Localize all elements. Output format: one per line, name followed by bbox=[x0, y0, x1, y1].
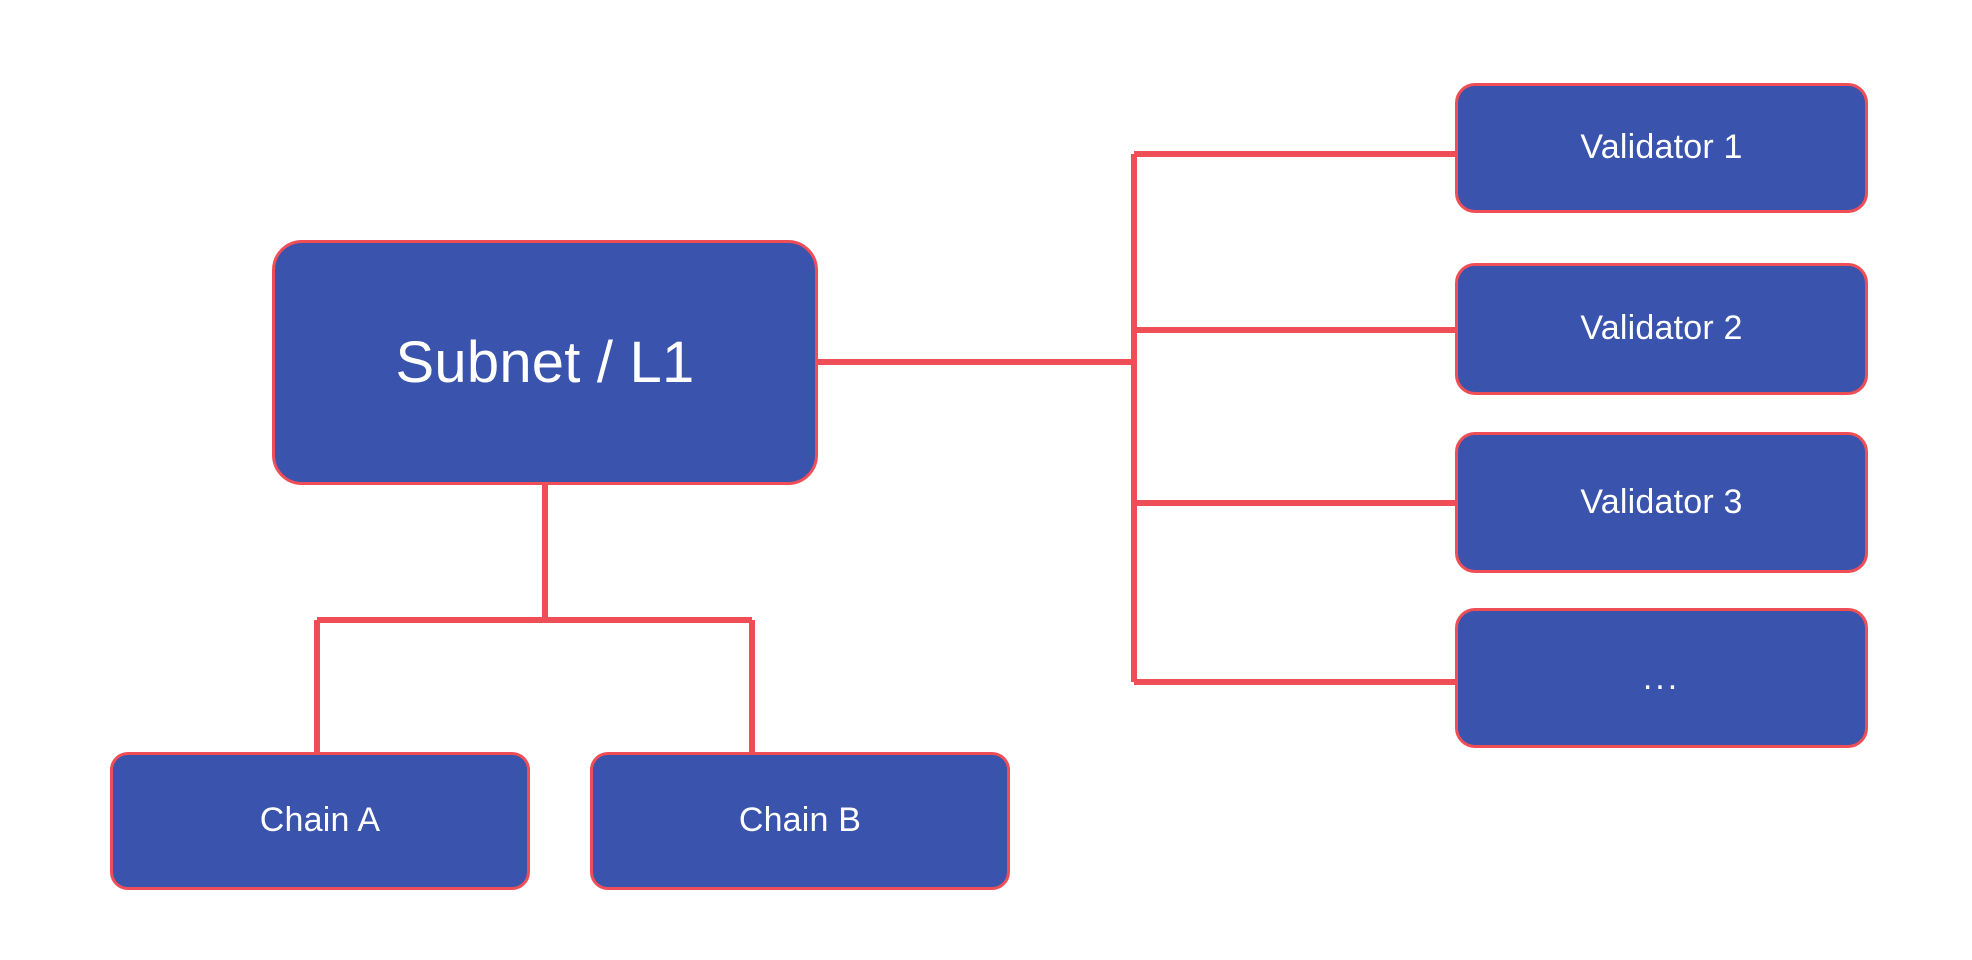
node-chain-a-label: Chain A bbox=[259, 801, 381, 840]
ellipsis-icon: ... bbox=[1642, 658, 1681, 697]
node-validator-3[interactable]: Validator 3 bbox=[1455, 432, 1868, 573]
node-chain-b[interactable]: Chain B bbox=[590, 752, 1010, 890]
node-validator-2[interactable]: Validator 2 bbox=[1455, 263, 1868, 395]
node-subnet-l1-label: Subnet / L1 bbox=[395, 329, 695, 395]
node-validator-3-label: Validator 3 bbox=[1580, 482, 1743, 521]
node-validator-2-label: Validator 2 bbox=[1580, 309, 1743, 348]
node-validator-1-label: Validator 1 bbox=[1580, 128, 1743, 167]
node-subnet-l1[interactable]: Subnet / L1 bbox=[272, 240, 818, 485]
node-validator-1[interactable]: Validator 1 bbox=[1455, 83, 1868, 213]
node-chain-a[interactable]: Chain A bbox=[110, 752, 530, 890]
node-validator-more[interactable]: ... bbox=[1455, 608, 1868, 748]
node-chain-b-label: Chain B bbox=[738, 801, 862, 840]
